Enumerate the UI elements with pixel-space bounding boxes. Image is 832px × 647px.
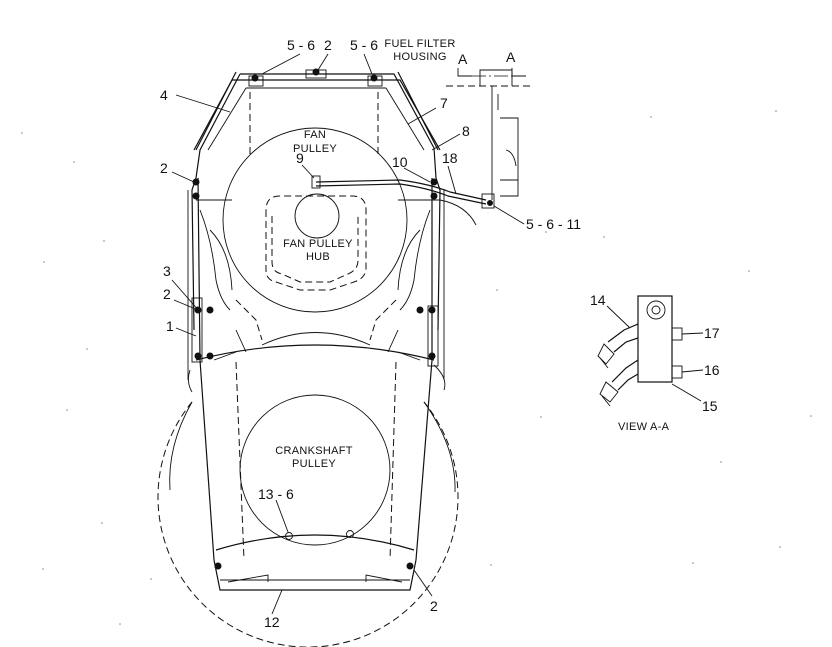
callout-numbers: 5 - 6 2 5 - 6 4 7 8 2 9 10 18 5 - 6 - 11… [160,37,720,630]
callout-2: 2 [430,598,438,614]
callout-15: 15 [702,398,718,414]
view-a-a [597,295,683,407]
crankshaft-outer-circle [157,401,459,647]
callout-9: 9 [296,150,304,166]
view-a-a-title: VIEW A-A [618,421,670,433]
callout-12: 12 [264,614,280,630]
crankshaft-pulley-label: CRANKSHAFT [275,445,353,457]
fuel-line [311,175,495,209]
callout-7: 7 [440,95,448,111]
fan-pulley-label: PULLEY [293,143,337,155]
callout-5-6: 5 - 6 [350,37,378,53]
fuel-filter-housing-label: HOUSING [393,51,446,63]
callout-14: 14 [590,292,606,308]
callout-16: 16 [704,362,720,378]
callout-2: 2 [324,37,332,53]
engine-background [187,92,477,561]
crankshaft-pulley [239,394,391,546]
callout-18: 18 [442,150,458,166]
scan-specks [21,110,812,625]
callout-13-6: 13 - 6 [258,486,294,502]
fan-pulley-label: FAN [304,129,326,141]
section-mark-a-right: A [506,49,516,65]
fan-pulley-hub-label: FAN PULLEY [283,238,353,250]
callout-2: 2 [160,160,168,176]
bolts [192,68,438,570]
guard-assembly [187,69,445,591]
callout-3: 3 [163,263,171,279]
callout-5-6: 5 - 6 [287,37,315,53]
callout-1: 1 [166,318,174,334]
callout-10: 10 [392,154,408,170]
fan-pulley [222,127,408,313]
callout-8: 8 [462,123,470,139]
callout-5-6-11: 5 - 6 - 11 [526,216,581,232]
fuel-filter-housing-label: FUEL FILTER [384,38,455,50]
callout-4: 4 [160,87,168,103]
fan-pulley-hub-label: HUB [306,251,330,263]
crankshaft-pulley-label: PULLEY [292,458,336,470]
callout-17: 17 [704,325,720,341]
leader-lines [171,53,704,615]
callout-2: 2 [163,286,171,302]
section-mark-a-left: A [458,51,468,67]
part-labels: FAN PULLEY FAN PULLEY HUB CRANKSHAFT PUL… [275,38,669,470]
fuel-filter-housing [446,68,530,200]
